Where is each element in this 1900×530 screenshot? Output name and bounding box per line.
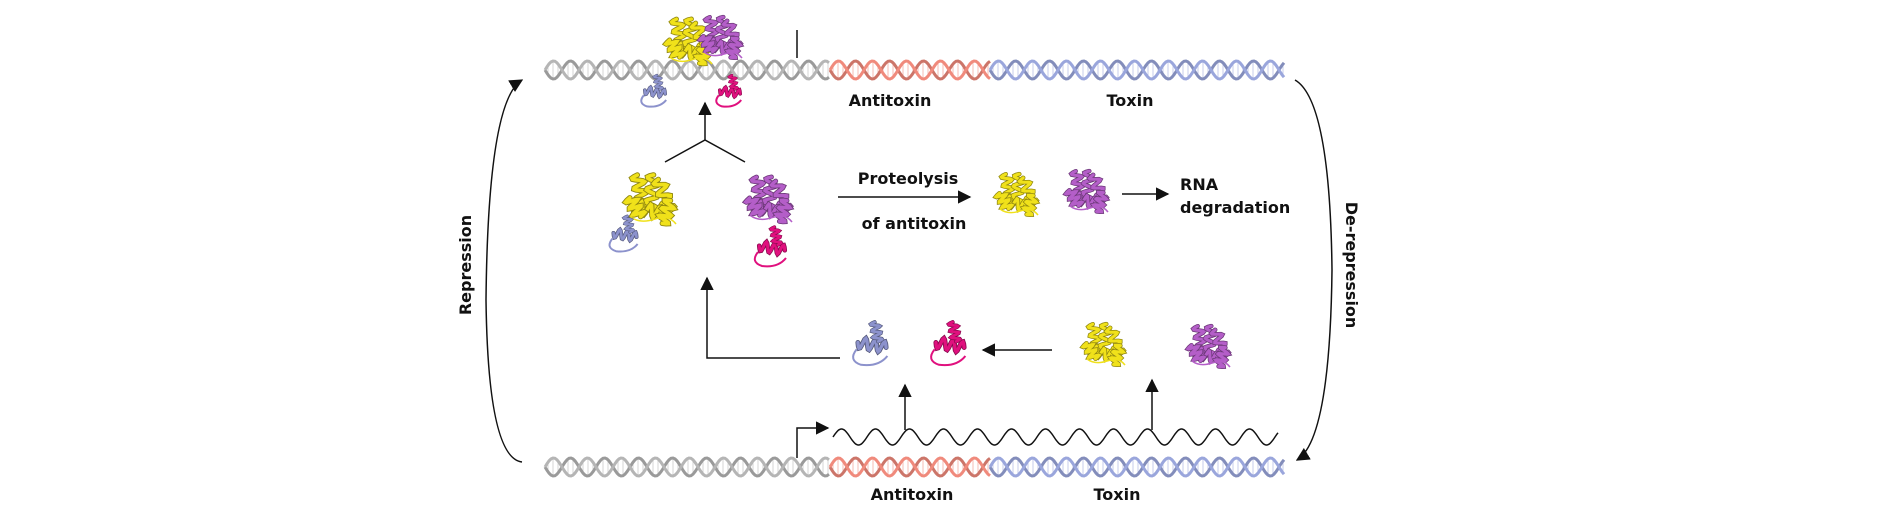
- translated-toxins: [1079, 321, 1233, 370]
- antitoxin-protein-blue-icon: [608, 214, 639, 253]
- helix-segment: [652, 74, 664, 91]
- dna-strand: [988, 456, 1286, 478]
- toxin-protein-purple-icon: [1184, 323, 1233, 370]
- helix-segment: [697, 34, 719, 54]
- helix-segment: [856, 335, 888, 355]
- assembly-junction: [664, 139, 746, 163]
- ta-complex-right: [741, 174, 795, 268]
- bottom-toxin-label: Toxin: [1094, 485, 1141, 504]
- dna-strand: [543, 456, 830, 478]
- loop: [640, 94, 667, 108]
- bottom-antitoxin-label: Antitoxin: [871, 485, 954, 504]
- dna-strand: [828, 456, 991, 478]
- loop: [608, 237, 639, 253]
- helix-segment: [1185, 343, 1207, 363]
- dna-strand: [828, 59, 991, 81]
- dna-strand: [543, 59, 830, 81]
- toxin-protein-yellow-icon: [992, 171, 1041, 218]
- helix-segment: [1212, 345, 1232, 369]
- antitoxin-protein-pink-icon: [930, 320, 967, 367]
- helix-segment: [743, 196, 767, 217]
- loop: [715, 94, 742, 108]
- bottom-dna: [543, 456, 1286, 478]
- loop: [1191, 360, 1231, 368]
- helix-segment: [655, 198, 678, 226]
- dna-strand: [988, 59, 1286, 81]
- helix-segment: [868, 320, 884, 343]
- helix-segment: [727, 74, 739, 91]
- dna-strand: [988, 456, 1286, 478]
- helix-segment: [993, 191, 1015, 211]
- toxin-protein-purple-icon: [741, 174, 795, 225]
- proteolysis-label-line2: of antitoxin: [862, 214, 967, 233]
- helix-segment: [612, 227, 638, 243]
- mrna-transcript: [832, 428, 1279, 446]
- top-dna: [543, 59, 1286, 81]
- helix-segment: [643, 85, 667, 99]
- translated-antitoxins: [852, 320, 967, 367]
- toxin-protein-purple-icon: [696, 14, 745, 61]
- bottom-antitoxin-dna: [828, 456, 991, 478]
- loop: [930, 348, 967, 367]
- dna-strand: [543, 59, 830, 81]
- transcription-start-arrow: [796, 421, 830, 458]
- helix-segment: [757, 239, 787, 257]
- dna-strand: [543, 456, 830, 478]
- helix-segment: [769, 225, 783, 247]
- helix-segment: [946, 320, 962, 343]
- free-toxins: [992, 168, 1111, 218]
- toxin-protein-yellow-icon: [1079, 321, 1128, 368]
- antitoxin-return-arrow: [700, 276, 840, 359]
- helix-segment: [622, 196, 648, 219]
- helix-segment: [773, 198, 794, 224]
- loop: [753, 251, 787, 268]
- proteolysis-label-line1: Proteolysis: [858, 169, 959, 188]
- derepression-label: De-repression: [1342, 202, 1361, 329]
- ta-complex-left: [608, 172, 679, 253]
- top-toxin-dna: [988, 59, 1286, 81]
- dna-strand: [828, 456, 991, 478]
- helix-segment: [622, 215, 635, 234]
- top-antitoxin-dna: [828, 59, 991, 81]
- dna-strand: [828, 59, 991, 81]
- bound-repressor-complex: [640, 14, 745, 108]
- repression-label: Repression: [456, 215, 475, 315]
- antitoxin-protein-pink-icon: [715, 73, 742, 108]
- loop: [749, 214, 793, 223]
- helix-segment: [1090, 190, 1110, 214]
- bottom-toxin-dna: [988, 456, 1286, 478]
- helix-segment: [1063, 188, 1085, 208]
- helix-segment: [724, 36, 744, 60]
- loop: [1069, 205, 1109, 213]
- top-antitoxin-label: Antitoxin: [849, 91, 932, 110]
- toxin-protein-yellow-icon: [621, 172, 679, 227]
- bottom-promoter-dna: [543, 456, 830, 478]
- antitoxin-protein-blue-icon: [640, 73, 667, 108]
- top-promoter-dna: [543, 59, 830, 81]
- toxin-protein-purple-icon: [1062, 168, 1111, 215]
- rna-degradation-label-line2: degradation: [1180, 198, 1290, 217]
- loop: [703, 51, 743, 59]
- rna-degradation-label-line1: RNA: [1180, 175, 1219, 194]
- antitoxin-protein-blue-icon: [852, 320, 889, 367]
- helix-segment: [934, 335, 966, 355]
- loop: [852, 348, 889, 367]
- helix-segment: [1107, 343, 1127, 367]
- dna-strand: [988, 59, 1286, 81]
- loop: [999, 208, 1039, 216]
- helix-segment: [1080, 341, 1102, 361]
- helix-segment: [718, 85, 742, 99]
- antitoxin-protein-pink-icon: [753, 225, 788, 268]
- loop: [669, 56, 713, 65]
- helix-segment: [663, 38, 687, 59]
- helix-segment: [1020, 193, 1040, 217]
- repression-arrow: [485, 79, 524, 463]
- loop: [629, 216, 677, 225]
- loop: [1086, 358, 1126, 366]
- top-toxin-label: Toxin: [1107, 91, 1154, 110]
- derepression-arrow: [1294, 79, 1333, 461]
